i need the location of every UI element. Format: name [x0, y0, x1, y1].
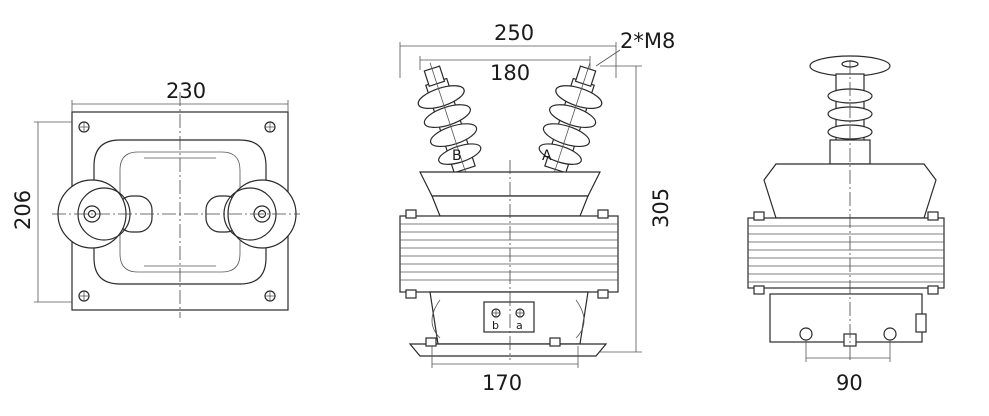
top-view-corner-bolts — [78, 121, 276, 302]
front-view-core — [399, 215, 619, 293]
front-view-base — [408, 343, 608, 357]
side-view-core — [747, 217, 945, 289]
side-view: 90 — [747, 55, 945, 395]
secondary-terminal-b: b — [492, 319, 499, 332]
top-view: 230 206 — [11, 79, 300, 318]
dim-top-width: 230 — [166, 79, 206, 103]
front-view-bushing-b — [417, 62, 482, 176]
top-view-body — [93, 139, 267, 285]
front-view-laminations — [400, 223, 618, 281]
bolt-spec-label: 2*M8 — [620, 29, 675, 53]
top-view-inner-outline — [119, 151, 241, 273]
terminal-b-label: B — [452, 148, 462, 164]
dim-side-base: 90 — [836, 371, 863, 395]
side-view-core-bolts — [753, 211, 939, 295]
dim-front-inner: 180 — [490, 61, 530, 85]
dim-front-base: 170 — [482, 371, 522, 395]
side-view-laminations — [748, 225, 944, 283]
secondary-terminal-box — [483, 301, 535, 333]
front-view-bushing-a — [538, 62, 603, 176]
dim-top-height: 206 — [11, 190, 35, 230]
front-view-core-bolts — [405, 209, 609, 299]
dim-front-width: 250 — [494, 21, 534, 45]
front-view: B A — [399, 21, 675, 395]
dim-front-height: 305 — [649, 188, 673, 228]
secondary-terminal-a: a — [516, 319, 523, 332]
terminal-a-label: A — [542, 148, 552, 164]
